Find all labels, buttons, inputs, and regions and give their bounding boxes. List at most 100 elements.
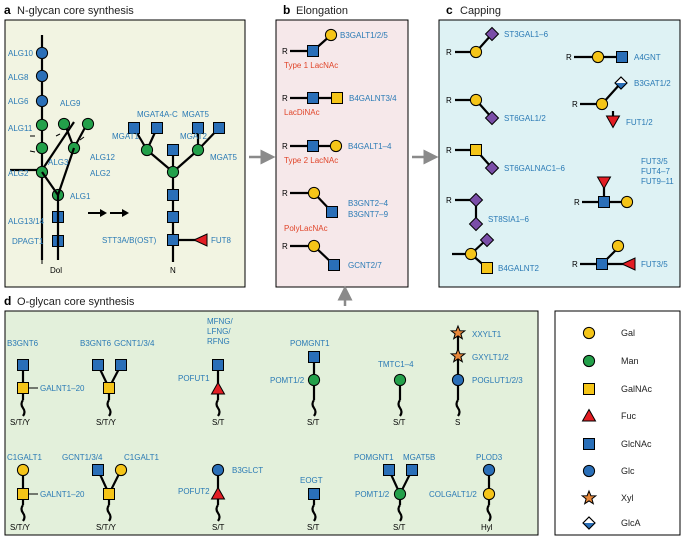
fut8-label: FUT8 xyxy=(211,236,232,245)
d-pomt12b-label: POMT1/2 xyxy=(355,490,390,499)
alg2-left-label: ALG2 xyxy=(8,169,29,178)
st6gal-label: ST6GAL1/2 xyxy=(504,114,546,123)
legend: Gal Man GalNAc Fuc GlcNAc Glc Xyl GlcA xyxy=(581,326,653,530)
d-lfng-label: LFNG/ xyxy=(207,327,231,336)
panel-d-title: O-glycan core synthesis xyxy=(17,296,135,308)
b-r-3: R xyxy=(282,142,288,151)
b-r-5: R xyxy=(282,242,288,251)
b3gat-label: B3GAT1/2 xyxy=(634,79,671,88)
b3galt-label: B3GALT1/2/5 xyxy=(340,31,388,40)
fut35b-label: FUT3/5 xyxy=(641,260,668,269)
panel-b-gcnt xyxy=(290,239,340,271)
d-sty-8: S/T/Y xyxy=(96,523,117,532)
c-b4galnt2-glycan xyxy=(452,233,494,274)
fut35-label: FUT3/5 xyxy=(641,157,668,166)
alg3-label: ALG3 xyxy=(48,158,69,167)
mgat2-label: MGAT2 xyxy=(180,132,208,141)
mgat5-right-label: MGAT5 xyxy=(210,153,238,162)
d-ofuc-glycan xyxy=(211,359,225,417)
c-st3gal-glycan xyxy=(455,27,499,59)
n-label: N xyxy=(170,266,176,275)
b-r-4: R xyxy=(282,189,288,198)
c-fut35b-glycan xyxy=(580,239,636,271)
d-hyl-label: Hyl xyxy=(481,523,493,532)
panel-a-title: N-glycan core synthesis xyxy=(17,5,134,17)
d-mgat5b-label: MGAT5B xyxy=(403,453,435,462)
d-xxylt1-label: XXYLT1 xyxy=(472,330,502,339)
c-a4gnt-glycan xyxy=(574,50,628,64)
panel-b-type2 xyxy=(290,139,343,153)
c-r-4: R xyxy=(572,100,578,109)
d-st-9: S/T xyxy=(212,523,225,532)
panel-b-polylacnac xyxy=(290,186,338,218)
alg1-label: ALG1 xyxy=(70,192,91,201)
legend-fuc: Fuc xyxy=(582,409,637,422)
d-gcnt134-label: GCNT1/3/4 xyxy=(114,339,155,348)
panel-a-dol-links xyxy=(29,133,85,260)
d-poglut-label: POGLUT1/2/3 xyxy=(472,376,523,385)
mgat5-top-label: MGAT5 xyxy=(182,110,210,119)
panel-a-letter: a xyxy=(4,3,11,17)
c-fut3-glycan xyxy=(582,176,634,209)
d-galnt2-label: GALNT1–20 xyxy=(40,490,85,499)
legend-gal-label: Gal xyxy=(621,328,635,338)
fut12-label: FUT1/2 xyxy=(626,118,653,127)
panel-a-process-arrows xyxy=(88,209,129,217)
legend-galnac: GalNAc xyxy=(583,383,653,395)
b4galnt2-label: B4GALNT2 xyxy=(498,264,539,273)
d-oman2-glycan xyxy=(383,464,418,522)
dpagt1-label: DPAGT1 xyxy=(12,237,44,246)
panel-b-letter: b xyxy=(283,3,290,17)
legend-glc: Glc xyxy=(582,464,635,478)
c-b3gat-glycan xyxy=(580,76,628,111)
type2-lacnac-label: Type 2 LacNAc xyxy=(284,156,338,165)
st3gal-label: ST3GAL1–6 xyxy=(504,30,549,39)
c-r-6: R xyxy=(574,198,580,207)
d-st-5: S/T xyxy=(393,418,406,427)
alg12-label: ALG12 xyxy=(90,153,115,162)
st8sia-label: ST8SIA1–6 xyxy=(488,215,529,224)
alg2-right-label: ALG2 xyxy=(90,169,111,178)
d-st-4: S/T xyxy=(307,418,320,427)
alg13-14-label: ALG13/14 xyxy=(8,217,45,226)
d-pofut2-glycan xyxy=(211,463,225,522)
alg10-label: ALG10 xyxy=(8,49,33,58)
c-r-3: R xyxy=(446,96,452,105)
panel-d-box xyxy=(4,310,539,536)
legend-man-label: Man xyxy=(621,356,639,366)
panel-b-title: Elongation xyxy=(296,5,348,17)
legend-glca-label: GlcA xyxy=(621,518,641,528)
d-colgalt-label: COLGALT1/2 xyxy=(429,490,477,499)
d-eogt-glycan xyxy=(308,488,320,522)
d-pomgnt1b-label: POMGNT1 xyxy=(354,453,394,462)
d-gxylt-label: GXYLT1/2 xyxy=(472,353,509,362)
panel-b-box xyxy=(275,19,409,288)
alg9-label: ALG9 xyxy=(60,99,81,108)
d-gcnt134b-label: GCNT1/3/4 xyxy=(62,453,103,462)
fut911-label: FUT9–11 xyxy=(641,177,674,186)
d-core2-glycan xyxy=(92,359,127,417)
c-r-1: R xyxy=(446,48,452,57)
legend-glca: GlcA xyxy=(582,516,641,530)
panel-d-letter: d xyxy=(4,294,11,308)
d-b3gnt6-label: B3GNT6 xyxy=(7,339,39,348)
b4galt-label: B4GALT1–4 xyxy=(348,142,392,151)
d-c1galt1a-label: C1GALT1 xyxy=(7,453,43,462)
b3gnt-label-a: B3GNT2–4 xyxy=(348,199,389,208)
d-sty-7: S/T/Y xyxy=(10,523,31,532)
d-oglc-glycan xyxy=(450,325,466,417)
d-core2b-glycan xyxy=(92,463,128,522)
c-st8sia-glycan xyxy=(455,193,483,231)
panel-a-n-glycan xyxy=(128,122,225,262)
d-s-6: S xyxy=(455,418,460,427)
d-eogt-label: EOGT xyxy=(300,476,323,485)
legend-man: Man xyxy=(582,354,639,368)
legend-xyl: Xyl xyxy=(581,490,634,505)
d-pomt12-label: POMT1/2 xyxy=(270,376,305,385)
d-tmtc-glycan xyxy=(393,373,407,417)
legend-glc-label: Glc xyxy=(621,466,635,476)
d-sty-1: S/T/Y xyxy=(10,418,31,427)
legend-fuc-label: Fuc xyxy=(621,411,637,421)
c-st6galnac-glycan xyxy=(455,144,499,175)
